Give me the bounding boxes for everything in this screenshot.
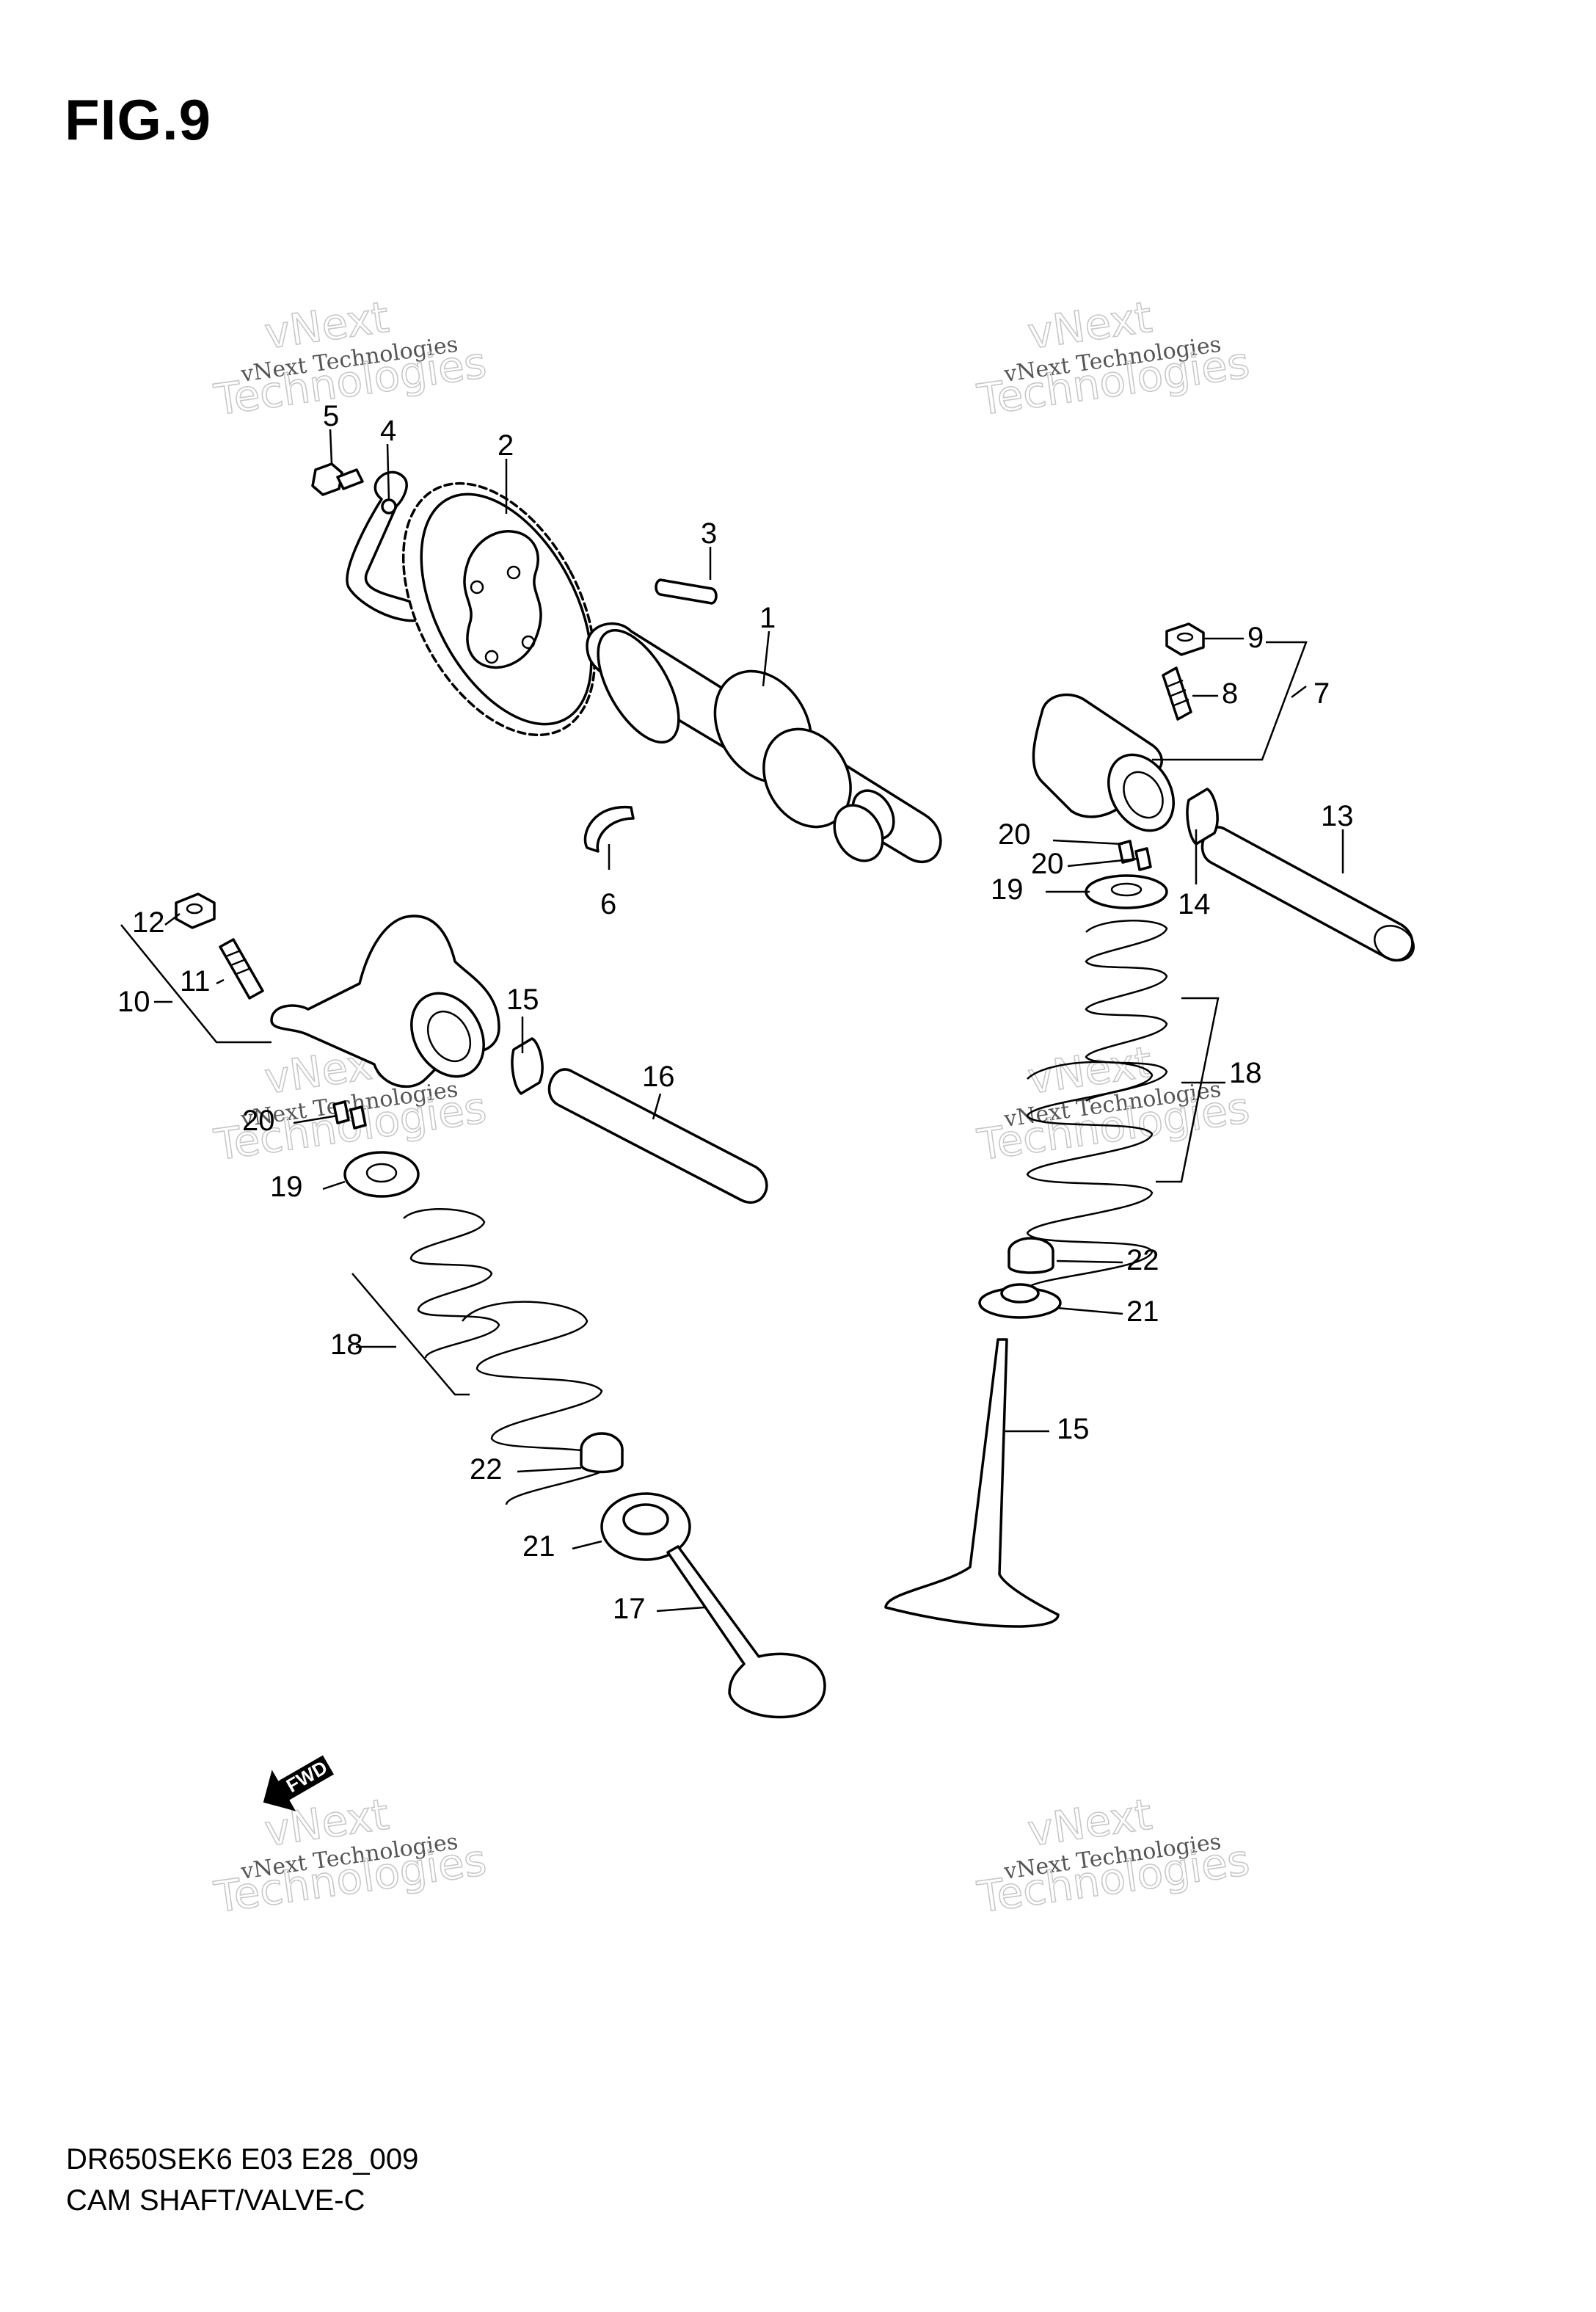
- part-16-valve-right: [884, 1338, 1060, 1628]
- callout-18-left: 18: [330, 1328, 363, 1361]
- part-10-rocker-arm: [270, 915, 500, 1088]
- callout-2: 2: [498, 429, 514, 462]
- part-1-camshaft: [586, 622, 942, 864]
- watermark-bottom-right: vNext vNext Technologies Technologies: [974, 1789, 1253, 1923]
- leader-lines: [120, 429, 1344, 1613]
- callout-22-right: 22: [1126, 1244, 1159, 1276]
- callout-1: 1: [759, 602, 776, 634]
- part-15-gasket-right: [1186, 788, 1219, 846]
- callout-4: 4: [380, 415, 396, 447]
- watermark-bottom-left: vNext vNext Technologies Technologies: [211, 1789, 490, 1923]
- callout-18-right: 18: [1229, 1057, 1262, 1089]
- part-21-seat-right: [978, 1283, 1062, 1319]
- part-20-cotter-left: [332, 1100, 367, 1130]
- watermark-top-right: vNext vNext Technologies Technologies: [974, 291, 1253, 426]
- part-14-rocker-shaft: [547, 1068, 768, 1204]
- part-20-cotter-right: [1118, 840, 1152, 871]
- callout-20-right-b: 20: [1031, 848, 1064, 880]
- callout-labels: 5 4 2 3 1 6 9 8 7 13 14 20 20 19 18 22 2…: [117, 400, 1354, 1625]
- callout-12: 12: [132, 906, 165, 939]
- part-19-retainer-right: [1085, 874, 1168, 909]
- part-18-spring-left-inner: [403, 1208, 500, 1359]
- part-9-nut: [1165, 622, 1205, 656]
- callout-20-left: 20: [242, 1105, 275, 1137]
- figure-name: CAM SHAFT/VALVE-C: [66, 2184, 365, 2217]
- callout-15-left: 15: [506, 984, 539, 1016]
- part-18-spring-right-inner: [1085, 920, 1168, 1102]
- callout-13: 13: [1321, 800, 1354, 832]
- part-22-seal-right: [1007, 1237, 1054, 1274]
- part-22-seal-left: [580, 1432, 624, 1474]
- watermark-top-left: vNext vNext Technologies Technologies: [211, 291, 490, 426]
- callout-15-right: 14: [1178, 888, 1211, 920]
- callout-22-left: 22: [470, 1453, 503, 1486]
- part-3-pin: [655, 578, 718, 605]
- callout-3: 3: [701, 517, 717, 550]
- callout-19-left: 19: [270, 1171, 303, 1203]
- part-5-bolt: [311, 462, 364, 496]
- callout-21-right: 21: [1126, 1295, 1159, 1328]
- callout-11: 11: [180, 965, 211, 997]
- callout-16: 15: [1057, 1413, 1090, 1445]
- part-13-rocker-shaft: [1200, 826, 1415, 961]
- callout-20-right-a: 20: [998, 818, 1031, 851]
- callout-17: 17: [613, 1593, 646, 1625]
- part-21-seat-left: [600, 1492, 691, 1561]
- callout-14: 16: [642, 1061, 675, 1093]
- model-code: DR650SEK6 E03 E28_009: [66, 2143, 419, 2175]
- figure-title: FIG.9: [65, 87, 212, 152]
- watermark-group: vNext vNext Technologies Technologies vN…: [211, 291, 1253, 1923]
- callout-7: 7: [1313, 677, 1330, 710]
- part-19-retainer-left: [343, 1151, 420, 1198]
- part-7-rocker-arm: [1032, 693, 1175, 832]
- callout-9: 9: [1247, 622, 1264, 654]
- callout-21-left: 21: [522, 1530, 555, 1563]
- callout-8: 8: [1222, 677, 1238, 710]
- part-12-nut: [175, 893, 216, 929]
- part-17-valve-left: [666, 1545, 826, 1719]
- callout-6: 6: [600, 888, 616, 920]
- part-11-adjust-screw: [219, 938, 264, 1000]
- part-18-spring-right-outer: [1026, 1061, 1154, 1289]
- callout-19-right: 19: [991, 873, 1024, 906]
- part-6-circlip: [583, 805, 635, 853]
- callout-10: 10: [117, 986, 150, 1018]
- part-8-adjust-screw: [1162, 666, 1192, 721]
- callout-5: 5: [323, 400, 339, 432]
- part-2-cam-sprocket: [401, 481, 597, 737]
- part-15-gasket-left: [511, 1037, 544, 1095]
